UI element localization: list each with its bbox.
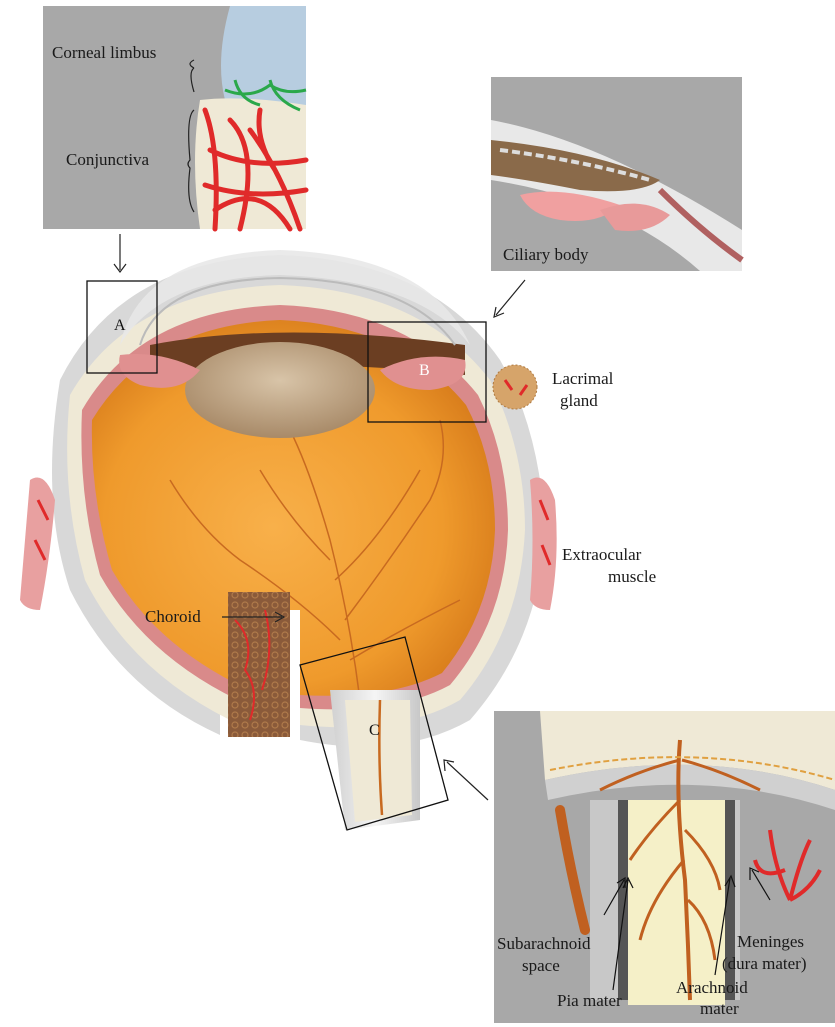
box-b-letter: B (419, 362, 430, 380)
corneal-limbus-label: Corneal limbus (52, 43, 156, 63)
pia-mater-label: Pia mater (557, 991, 622, 1011)
inset-c-panel (494, 711, 835, 1023)
arachnoid-mater-label-line2: mater (700, 999, 739, 1019)
main-eyeball (20, 250, 557, 830)
extraocular-muscle-label-line1: Extraocular (562, 545, 641, 565)
inset-ciliary-panel (491, 77, 742, 271)
arachnoid-mater-label-line1: Arachnoid (676, 978, 748, 998)
arrow-ciliary (496, 280, 525, 315)
lacrimal-gland-label-line1: Lacrimal (552, 369, 613, 389)
ciliary-body-label: Ciliary body (503, 245, 588, 265)
subarachnoid-label-line2: space (522, 956, 560, 976)
lacrimal-gland-label-line2: gland (560, 391, 598, 411)
arrow-c (447, 762, 488, 800)
choroid-label: Choroid (145, 607, 201, 627)
extraocular-muscle-label-line2: muscle (608, 567, 656, 587)
meninges-label-line2: (dura mater) (722, 954, 806, 974)
box-c-letter: C (369, 722, 380, 740)
inset-a-panel (43, 6, 306, 229)
subarachnoid-label-line1: Subarachnoid (497, 934, 590, 954)
conjunctiva-label: Conjunctiva (66, 150, 149, 170)
meninges-label-line1: Meninges (737, 932, 804, 952)
box-a-letter: A (114, 317, 126, 335)
